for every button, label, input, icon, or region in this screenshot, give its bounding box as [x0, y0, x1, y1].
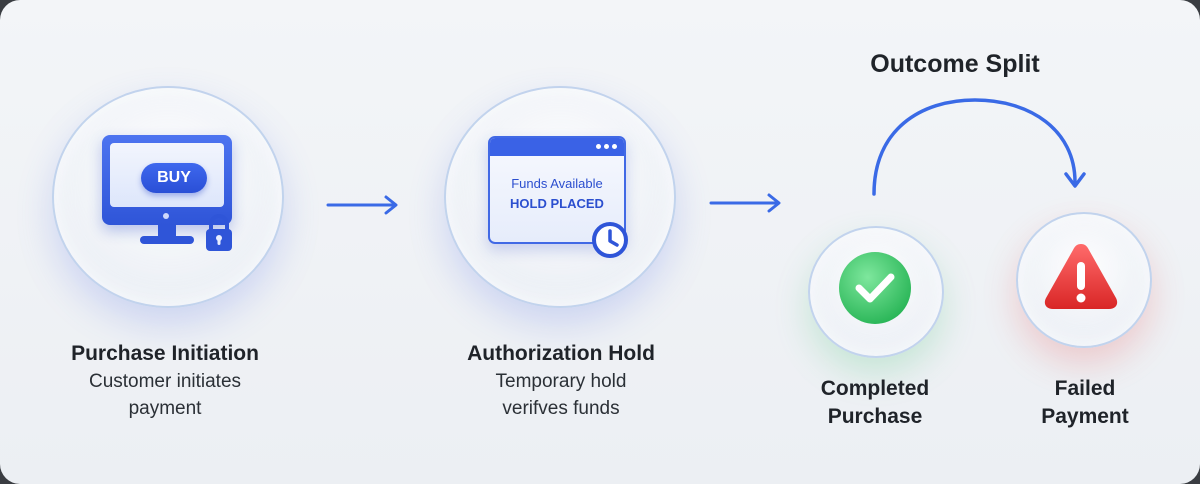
step-title-authorization-hold: Authorization Hold: [467, 342, 655, 365]
arrow-right-icon: [326, 195, 398, 215]
monitor-screen: BUY: [110, 143, 224, 207]
monitor-stand-base: [140, 236, 194, 244]
outcome-label-line: Purchase: [827, 405, 923, 428]
window-title-bar: [490, 138, 624, 156]
clock-icon: [592, 222, 628, 258]
checkmark-icon: [839, 252, 911, 324]
monitor-power-dot: [163, 213, 169, 219]
step-title-purchase-initiation: Purchase Initiation: [71, 342, 259, 365]
outcome-success-label: Completed Purchase: [790, 375, 960, 431]
monitor-icon: BUY: [102, 135, 232, 225]
window-dot: [612, 144, 617, 149]
outcome-label-line: Payment: [1041, 405, 1129, 428]
curved-arrow-icon: [872, 98, 1086, 196]
description-line: payment: [128, 398, 202, 419]
outcome-failure-label: Failed Payment: [1000, 375, 1170, 431]
buy-button: BUY: [141, 163, 207, 193]
lock-icon: [206, 214, 232, 251]
monitor-stand-neck: [158, 225, 176, 237]
description-line: verifves funds: [502, 398, 620, 419]
description-line: Temporary hold: [495, 371, 627, 392]
hold-placed-label: HOLD PLACED: [510, 196, 604, 211]
description-line: Customer initiates: [88, 371, 242, 392]
window-dot: [596, 144, 601, 149]
arrow-right-icon: [709, 193, 781, 213]
step-description-authorization-hold: Temporary hold verifves funds: [436, 368, 686, 422]
warning-icon: [1044, 244, 1118, 309]
window-dot: [604, 144, 609, 149]
step-description-purchase-initiation: Customer initiates payment: [40, 368, 290, 422]
funds-available-label: Funds Available: [511, 176, 603, 191]
outcome-label-line: Failed: [1054, 377, 1116, 400]
outcome-label-line: Completed: [820, 377, 930, 400]
outcome-split-heading: Outcome Split: [870, 50, 1040, 78]
